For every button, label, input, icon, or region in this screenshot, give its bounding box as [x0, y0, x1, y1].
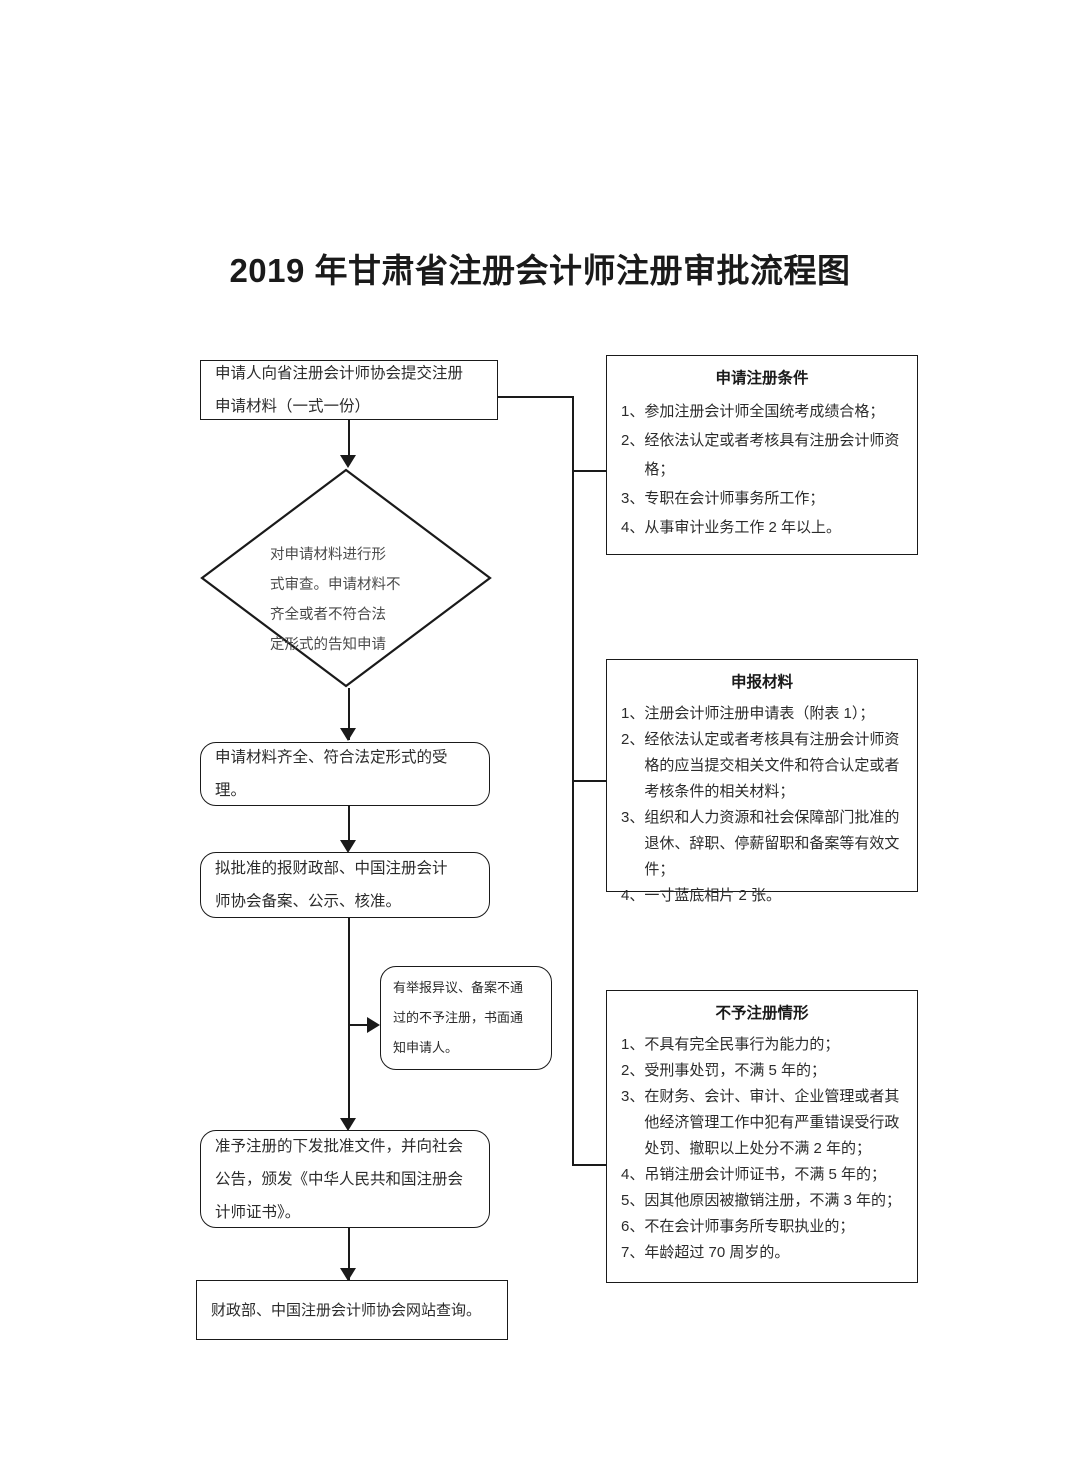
- arrowhead-objection: [367, 1017, 380, 1033]
- panel-item: 1、 注册会计师注册申请表（附表 1）；: [621, 705, 875, 722]
- node-website-query-text: 财政部、中国注册会计师协会网站查询。: [211, 1301, 482, 1319]
- connector-bus-to-materials: [572, 780, 606, 782]
- panel-registration-conditions-title: 申请注册条件: [715, 370, 809, 387]
- panel-refusal-situations: 不予注册情形 1、 不具有完全民事行为能力的； 2、 受刑事处罚，不满 5 年的…: [606, 990, 918, 1283]
- arrowhead-certificate: [340, 1118, 356, 1131]
- node-form-review-decision[interactable]: 对申请材料进行形 式审查。申请材料不 齐全或者不符合法 定形式的告知申请: [200, 468, 492, 688]
- connector-bus-to-refusal: [572, 1164, 606, 1166]
- panel-item: 6、 不在会计师事务所专职执业的；: [621, 1218, 855, 1235]
- panel-item: 1、 参加注册会计师全国统考成绩合格；: [621, 403, 885, 420]
- panel-item: 4、 一寸蓝底相片 2 张。: [621, 887, 782, 904]
- node-issue-certificate-text: 准予注册的下发批准文件，并向社会 公告，颁发《中华人民共和国注册会 计师证书》。: [215, 1137, 464, 1221]
- node-accept-application[interactable]: 申请材料齐全、符合法定形式的受 理。: [200, 742, 490, 806]
- connector-certificate-to-query: [348, 1228, 350, 1280]
- panel-item: 2、 受刑事处罚，不满 5 年的；: [621, 1062, 827, 1079]
- arrowhead-review: [340, 455, 356, 468]
- panel-item: 3、 在财务、会计、审计、企业管理或者其他经济管理工作中犯有严重错误受行政处罚、…: [621, 1088, 900, 1157]
- panel-registration-conditions: 申请注册条件 1、 参加注册会计师全国统考成绩合格； 2、 经依法认定或者考核具…: [606, 355, 918, 555]
- node-submit-application[interactable]: 申请人向省注册会计师协会提交注册 申请材料（一式一份）: [200, 360, 498, 420]
- connector-filing-to-objection: [348, 1024, 378, 1026]
- node-issue-certificate[interactable]: 准予注册的下发批准文件，并向社会 公告，颁发《中华人民共和国注册会 计师证书》。: [200, 1130, 490, 1228]
- connector-bus-to-conditions: [572, 470, 606, 472]
- panel-item: 2、 经依法认定或者考核具有注册会计师资格的应当提交相关文件和符合认定或者考核条…: [621, 731, 900, 800]
- connector-submit-to-review: [348, 420, 350, 462]
- panel-item: 3、 组织和人力资源和社会保障部门批准的退休、辞职、停薪留职和备案等有效文件；: [621, 809, 900, 878]
- panel-item: 5、 因其他原因被撤销注册，不满 3 年的；: [621, 1192, 902, 1209]
- arrowhead-accept: [340, 728, 356, 741]
- panel-item: 1、 不具有完全民事行为能力的；: [621, 1036, 840, 1053]
- node-submit-application-text: 申请人向省注册会计师协会提交注册 申请材料（一式一份）: [215, 365, 464, 415]
- connector-accept-to-filing: [348, 806, 350, 848]
- connector-review-to-accept: [348, 688, 350, 740]
- node-objection-refusal[interactable]: 有举报异议、备案不通 过的不予注册，书面通 知申请人。: [380, 966, 552, 1070]
- panel-item: 4、 从事审计业务工作 2 年以上。: [621, 519, 842, 536]
- arrowhead-filing: [340, 840, 356, 853]
- page-title: 2019 年甘肃省注册会计师注册审批流程图: [229, 252, 851, 289]
- panel-refusal-situations-title: 不予注册情形: [715, 1005, 809, 1022]
- panel-required-materials: 申报材料 1、 注册会计师注册申请表（附表 1）； 2、 经依法认定或者考核具有…: [606, 659, 918, 904]
- node-approval-filing-text: 拟批准的报财政部、中国注册会计 师协会备案、公示、核准。: [215, 860, 448, 910]
- panel-item: 2、 经依法认定或者考核具有注册会计师资格；: [621, 432, 900, 478]
- node-form-review-decision-text: 对申请材料进行形 式审查。申请材料不 齐全或者不符合法 定形式的告知申请: [270, 547, 401, 653]
- node-approval-filing[interactable]: 拟批准的报财政部、中国注册会计 师协会备案、公示、核准。: [200, 852, 490, 918]
- panel-item: 7、 年龄超过 70 周岁的。: [621, 1244, 790, 1261]
- node-objection-refusal-text: 有举报异议、备案不通 过的不予注册，书面通 知申请人。: [393, 980, 524, 1055]
- panel-required-materials-title: 申报材料: [730, 674, 793, 691]
- panel-item: 4、 吊销注册会计师证书，不满 5 年的；: [621, 1166, 887, 1183]
- node-accept-application-text: 申请材料齐全、符合法定形式的受 理。: [215, 749, 448, 799]
- arrowhead-query: [340, 1268, 356, 1281]
- node-website-query[interactable]: 财政部、中国注册会计师协会网站查询。: [196, 1280, 508, 1340]
- panel-item: 3、 专职在会计师事务所工作；: [621, 490, 825, 507]
- diamond-shape-icon: [200, 468, 492, 688]
- connector-filing-to-certificate: [348, 918, 350, 1126]
- connector-bus-head: [498, 396, 574, 398]
